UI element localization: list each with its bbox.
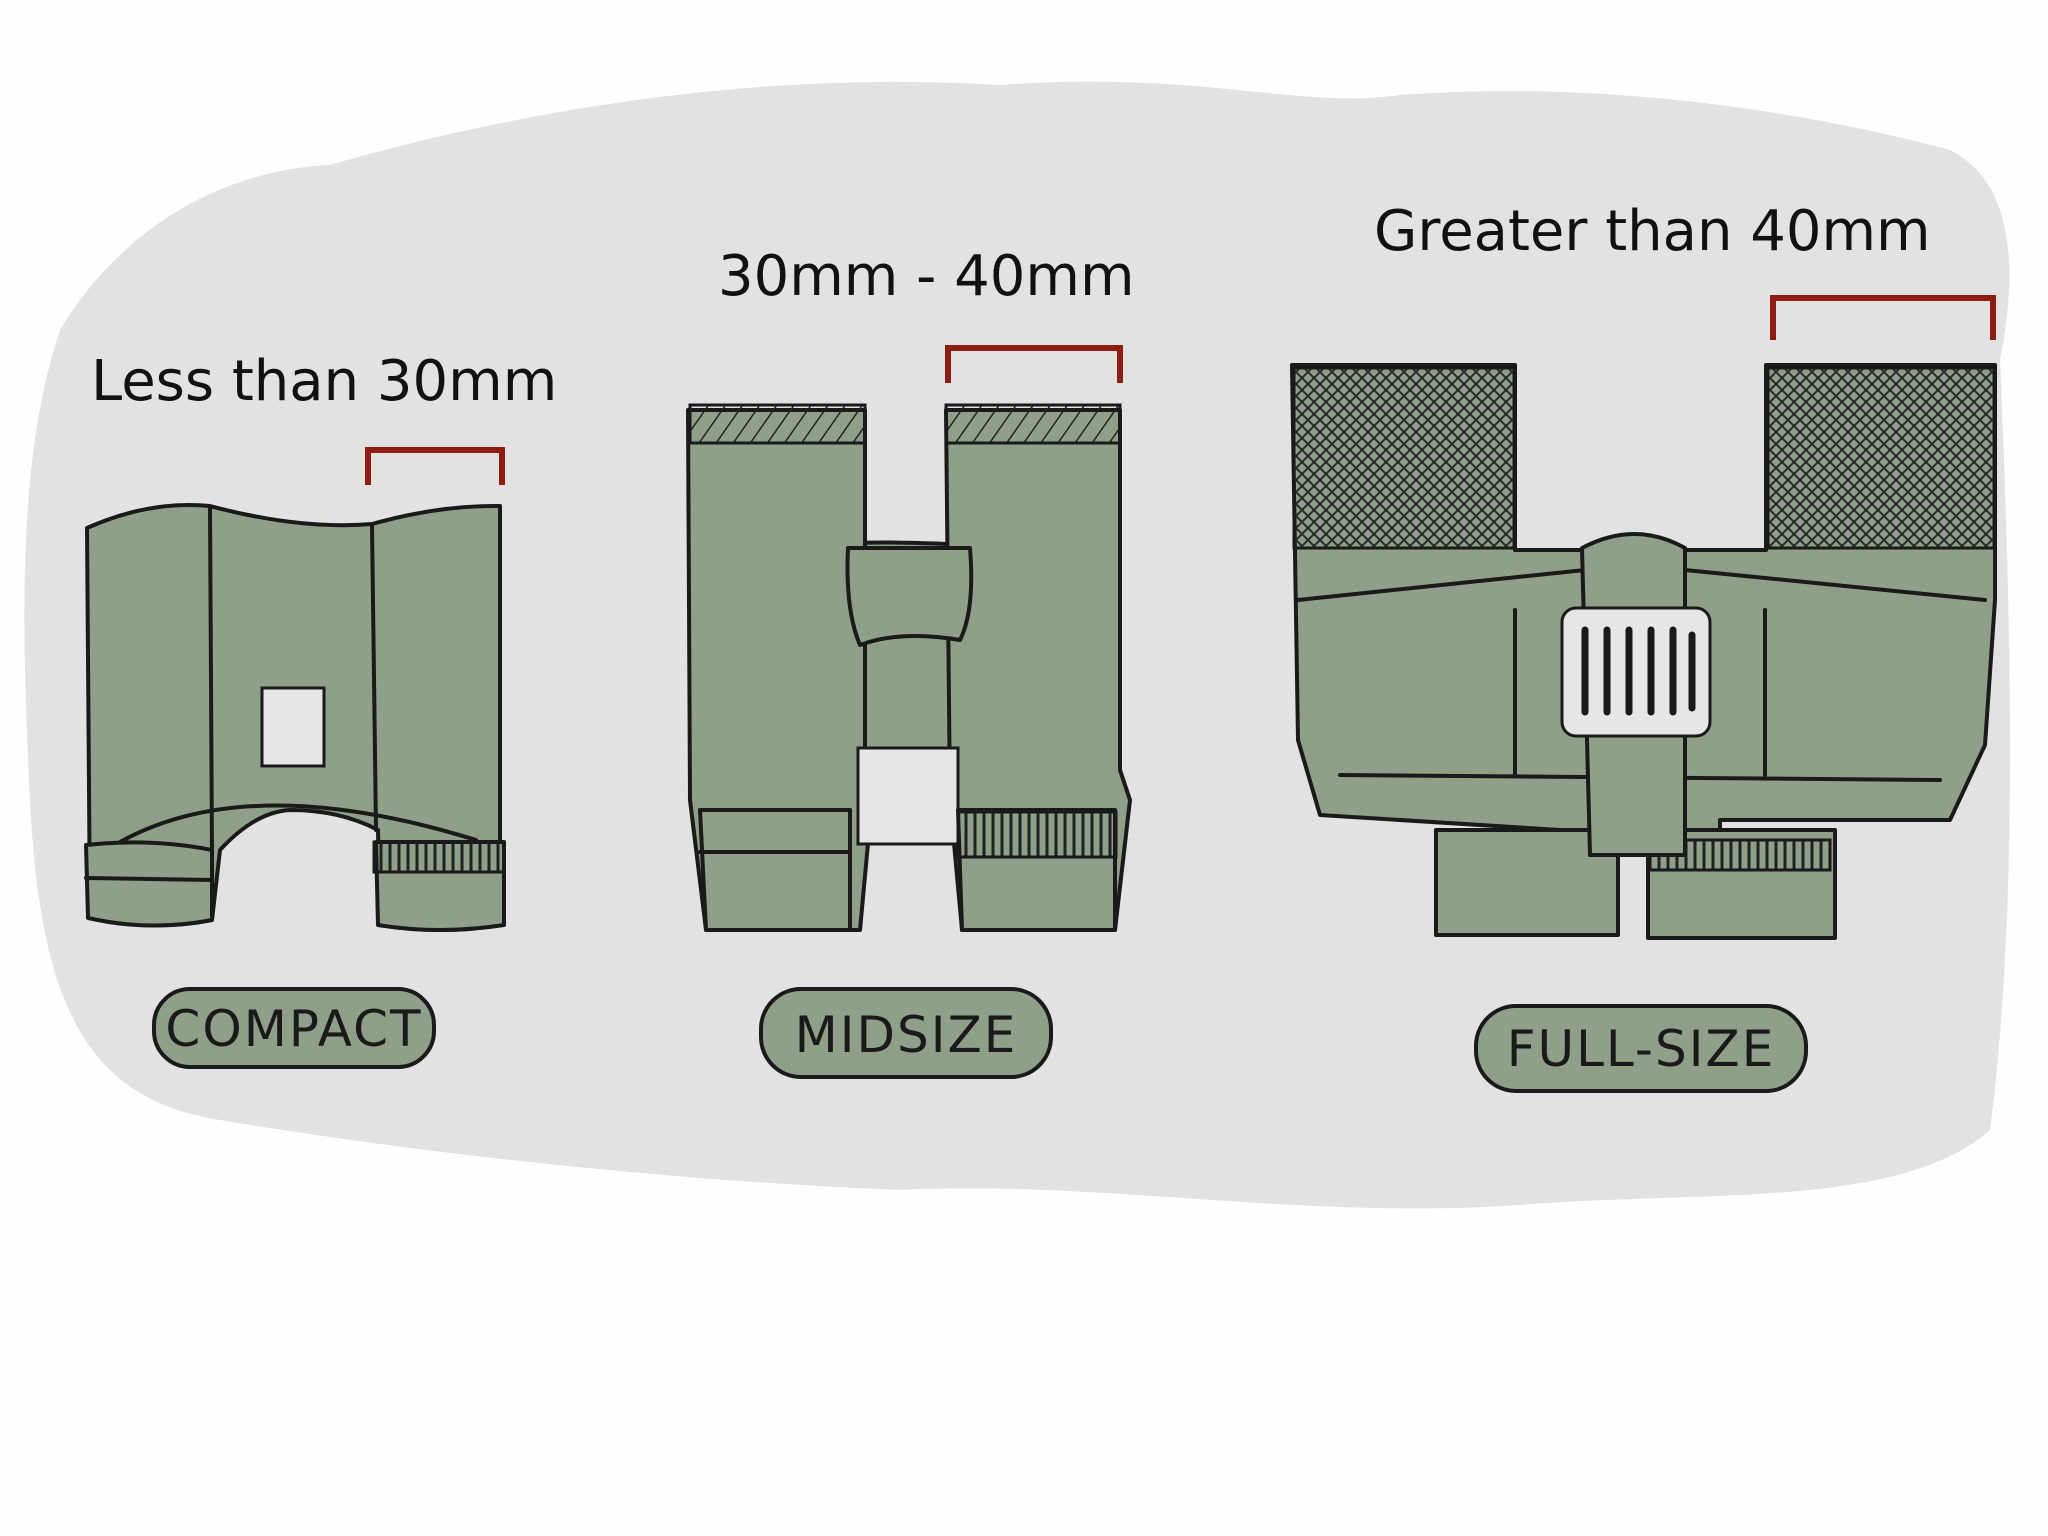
fullsize-badge: FULL-SIZE [1474,1004,1808,1093]
compact-bracket [365,447,505,485]
midsize-badge: MIDSIZE [759,987,1053,1079]
midsize-badge-label: MIDSIZE [795,1006,1018,1064]
compact-binocular: Less than 30mm [84,349,557,932]
fullsize-size-label: Greater than 40mm [1374,199,1931,264]
compact-size-label: Less than 30mm [91,349,557,414]
compact-badge-label: COMPACT [165,1000,422,1058]
fullsize-bracket [1770,295,1996,340]
fullsize-badge-label: FULL-SIZE [1507,1020,1776,1078]
compact-badge: COMPACT [152,987,436,1069]
midsize-binocular: 30mm - 40mm [686,244,1135,932]
midsize-bracket [945,345,1123,383]
fullsize-binocular: Greater than 40mm [1290,199,1997,940]
midsize-size-label: 30mm - 40mm [718,244,1135,309]
